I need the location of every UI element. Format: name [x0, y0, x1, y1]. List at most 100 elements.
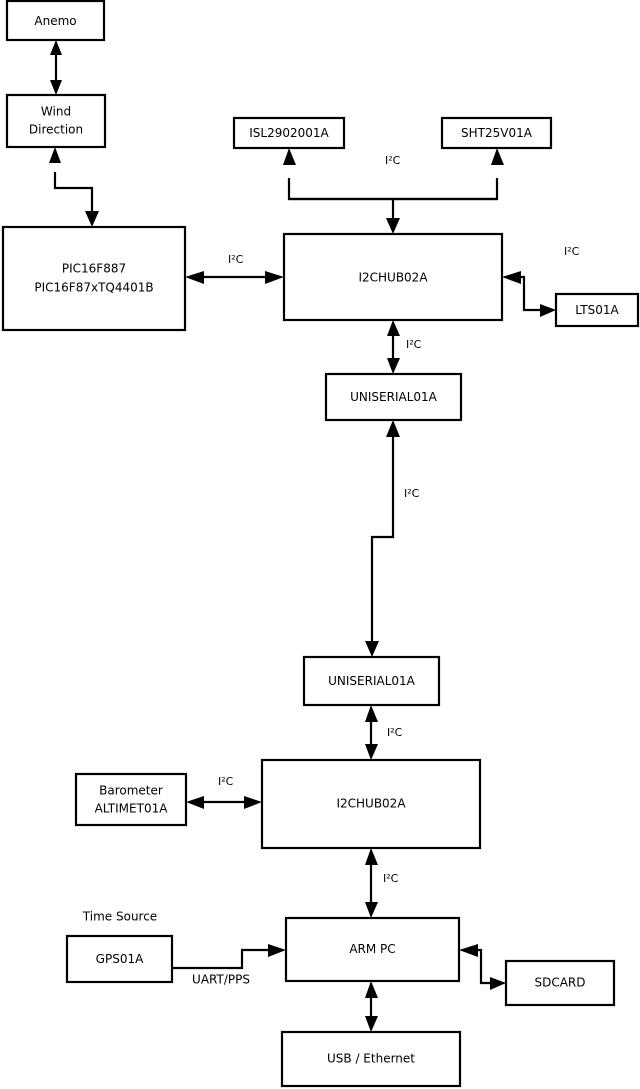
- edge-label-i2c-uniserial-link: I²C: [404, 487, 420, 500]
- edge-label-i2c-sensors: I²C: [385, 154, 401, 167]
- node-sdcard[interactable]: SDCARD: [504, 959, 616, 1007]
- node-pic-mcu[interactable]: PIC16F887 PIC16F87xTQ4401B: [1, 225, 187, 332]
- arrow-head-up: [387, 320, 400, 336]
- edge-uniserial-uniserial: [365, 420, 400, 657]
- arrow-head-right: [244, 796, 262, 809]
- node-uniserial01a-upper[interactable]: UNISERIAL01A: [324, 372, 463, 422]
- node-lts01a[interactable]: LTS01A: [554, 292, 640, 328]
- node-i2chub02a-top-box[interactable]: [282, 232, 504, 322]
- node-pic-mcu-label-line2: PIC16F87xTQ4401B: [34, 281, 153, 295]
- node-i2chub02a-bottom-box[interactable]: [260, 758, 482, 850]
- arrow-head-left: [186, 796, 204, 809]
- node-wind-direction[interactable]: Wind Direction: [5, 93, 107, 149]
- node-isl2902001a-box[interactable]: [232, 116, 346, 150]
- edge-label-i2c-hub-uniserial: I²C: [406, 338, 422, 351]
- node-gps01a-label: GPS01A: [96, 952, 144, 966]
- edge-armpc-usb: [365, 981, 378, 1032]
- node-i2chub02a-bottom[interactable]: I2CHUB02A: [260, 758, 482, 850]
- arrow-head-down: [387, 358, 400, 374]
- arrow-head-right: [265, 271, 284, 284]
- node-barometer-box[interactable]: [74, 772, 188, 827]
- node-barometer[interactable]: Barometer ALTIMET01A: [74, 772, 188, 827]
- arrow-head-right: [268, 944, 286, 957]
- edge-label-i2c-barometer-hub: I²C: [218, 775, 234, 788]
- node-gps01a-box[interactable]: [65, 934, 174, 984]
- arrow-head-down: [365, 641, 379, 657]
- node-usb-ethernet-box[interactable]: [280, 1030, 462, 1088]
- node-lts01a-label: LTS01A: [575, 303, 619, 317]
- label-uart-pps: UART/PPS: [192, 973, 250, 987]
- label-time-source: Time Source: [82, 910, 157, 924]
- edge-hub-armpc: [365, 848, 378, 918]
- arrow-head-up-sht: [491, 148, 504, 165]
- node-wind-direction-label-line1: Wind: [41, 105, 71, 119]
- edge-gps-armpc: [172, 944, 286, 970]
- edge-hub-uniserial-up: [387, 320, 400, 374]
- arrow-head-left: [185, 271, 204, 284]
- node-i2chub02a-bottom-label: I2CHUB02A: [336, 797, 406, 811]
- node-sht25v01a-box[interactable]: [440, 116, 553, 150]
- node-pic-mcu-label-line1: PIC16F887: [62, 262, 126, 276]
- edge-hub-lts: [502, 271, 556, 317]
- node-uniserial01a-upper-box[interactable]: [324, 372, 463, 422]
- arrow-head-left: [502, 271, 521, 284]
- node-wind-direction-label-line2: Direction: [29, 123, 83, 137]
- node-uniserial01a-upper-label: UNISERIAL01A: [350, 390, 438, 404]
- arrow-head-down: [50, 80, 62, 95]
- node-pic-mcu-box[interactable]: [1, 225, 187, 332]
- edge-label-i2c-hub-lts: I²C: [564, 245, 580, 258]
- edge-label-i2c-uniserial-hub: I²C: [387, 726, 403, 739]
- arrow-head-up: [365, 705, 378, 722]
- arrow-head-down: [386, 218, 400, 234]
- node-lts01a-box[interactable]: [554, 292, 640, 328]
- node-usb-ethernet-label: USB / Ethernet: [327, 1052, 415, 1066]
- node-barometer-label-line1: Barometer: [99, 784, 163, 798]
- node-sdcard-label: SDCARD: [534, 976, 585, 990]
- node-arm-pc[interactable]: ARM PC: [284, 916, 461, 983]
- node-i2chub02a-top-label: I2CHUB02A: [358, 271, 428, 285]
- node-usb-ethernet[interactable]: USB / Ethernet: [280, 1030, 462, 1088]
- arrow-head-right: [490, 977, 506, 990]
- edge-label-i2c-hub-armpc: I²C: [383, 872, 399, 885]
- node-sht25v01a[interactable]: SHT25V01A: [440, 116, 553, 150]
- arrow-head-right: [540, 304, 556, 317]
- arrow-head-up-isl: [283, 148, 296, 165]
- node-wind-direction-box[interactable]: [5, 93, 107, 149]
- arrow-head-up: [386, 420, 400, 437]
- node-i2chub02a-top[interactable]: I2CHUB02A: [282, 232, 504, 322]
- arrow-head-left: [459, 944, 478, 957]
- node-uniserial01a-lower[interactable]: UNISERIAL01A: [302, 655, 441, 707]
- edge-anemo-wind: [50, 40, 62, 95]
- arrow-head-down: [85, 211, 99, 227]
- node-sdcard-box[interactable]: [504, 959, 616, 1007]
- arrow-head-down: [365, 902, 378, 918]
- arrow-head-up: [49, 147, 61, 163]
- arrow-head-up: [365, 981, 378, 998]
- node-uniserial01a-lower-box[interactable]: [302, 655, 441, 707]
- node-isl2902001a[interactable]: ISL2902001A: [232, 116, 346, 150]
- edge-pic-hub: [185, 271, 284, 284]
- node-gps01a[interactable]: GPS01A: [65, 934, 174, 984]
- edge-uniserial-hub-bottom: [365, 705, 378, 760]
- arrow-head-down: [365, 744, 378, 760]
- node-isl2902001a-label: ISL2902001A: [249, 126, 329, 140]
- node-arm-pc-label: ARM PC: [349, 942, 395, 956]
- label-layer: I²C I²C I²C I²C I²C I²C I²C I²C Time Sou…: [82, 154, 580, 987]
- arrow-head-up: [50, 40, 62, 55]
- edge-armpc-sdcard: [459, 944, 506, 990]
- edge-label-i2c-pic-hub: I²C: [228, 253, 244, 266]
- node-arm-pc-box[interactable]: [284, 916, 461, 983]
- node-anemo[interactable]: Anemo: [5, 0, 106, 42]
- edge-wind-pic: [49, 147, 99, 227]
- arrow-head-down: [365, 1016, 378, 1032]
- node-uniserial01a-lower-label: UNISERIAL01A: [328, 674, 416, 688]
- node-anemo-box[interactable]: [5, 0, 106, 42]
- edge-layer: [49, 40, 556, 1032]
- edge-hub-sensors: [283, 148, 504, 234]
- node-sht25v01a-label: SHT25V01A: [461, 126, 533, 140]
- arrow-head-up: [365, 848, 378, 865]
- node-anemo-label: Anemo: [34, 14, 76, 28]
